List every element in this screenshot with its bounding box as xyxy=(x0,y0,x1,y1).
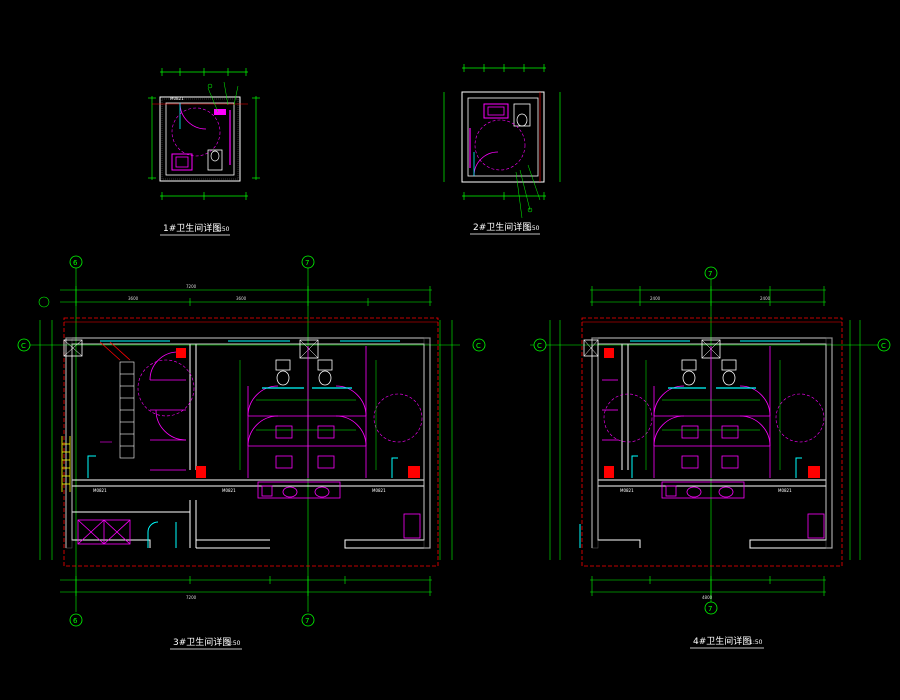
plan-3-scale: 1:50 xyxy=(227,640,241,647)
p4-grid-label-7-bottom: 7 xyxy=(708,605,712,613)
door-tag-p1: M0821 xyxy=(170,96,184,101)
door-tag-p3-c: M0821 xyxy=(372,488,386,493)
grid-label-6-bottom: 6 xyxy=(73,617,78,625)
p4-dim-seg-a: 2400 xyxy=(650,296,661,301)
plan-3-title: 3#卫生间详图 xyxy=(173,636,231,648)
plan-2-title: 2#卫生间详图 xyxy=(473,221,531,233)
plan-4-scale: 1:50 xyxy=(749,639,763,646)
p4-dim-seg-b: 2400 xyxy=(760,296,771,301)
p4-grid-label-c-left: C xyxy=(537,342,542,350)
plan-2-scale: 1:50 xyxy=(526,225,540,232)
door-tag-p3-b: M0821 xyxy=(222,488,236,493)
p4-dim-total-bottom: 4800 xyxy=(702,595,713,600)
door-tag-p3-a: M0821 xyxy=(93,488,107,493)
p4-grid-label-c-right: C xyxy=(881,342,886,350)
grid-label-7-top: 7 xyxy=(305,259,309,267)
door-tag-p4-a: M0821 xyxy=(620,488,634,493)
p3-dim-total-bottom: 7200 xyxy=(186,595,197,600)
plan-2: 2#卫生间详图 1:50 xyxy=(443,64,561,235)
p3-dim-seg-b: 3600 xyxy=(236,296,247,301)
grid-label-7-bottom: 7 xyxy=(305,617,309,625)
plan-1-title: 1#卫生间详图 xyxy=(163,222,221,234)
p3-dim-seg-a: 3600 xyxy=(128,296,139,301)
plan-4: 2400 2400 4800 7 7 C C xyxy=(530,266,891,649)
grid-label-c-left: C xyxy=(21,342,26,350)
plan-3: 7200 3600 3600 7200 6 7 6 7 C C xyxy=(17,255,486,650)
grid-label-6-top: 6 xyxy=(73,259,78,267)
grid-label-c-right: C xyxy=(476,342,481,350)
p3-dim-total-top: 7200 xyxy=(186,284,197,289)
p4-grid-label-7-top: 7 xyxy=(708,270,712,278)
plan-1-scale: 1:50 xyxy=(216,226,230,233)
plan-4-title: 4#卫生间详图 xyxy=(693,635,751,647)
door-tag-p4-b: M0821 xyxy=(778,488,792,493)
plan-1: M0821 1#卫生间详图 1:50 xyxy=(148,68,260,236)
